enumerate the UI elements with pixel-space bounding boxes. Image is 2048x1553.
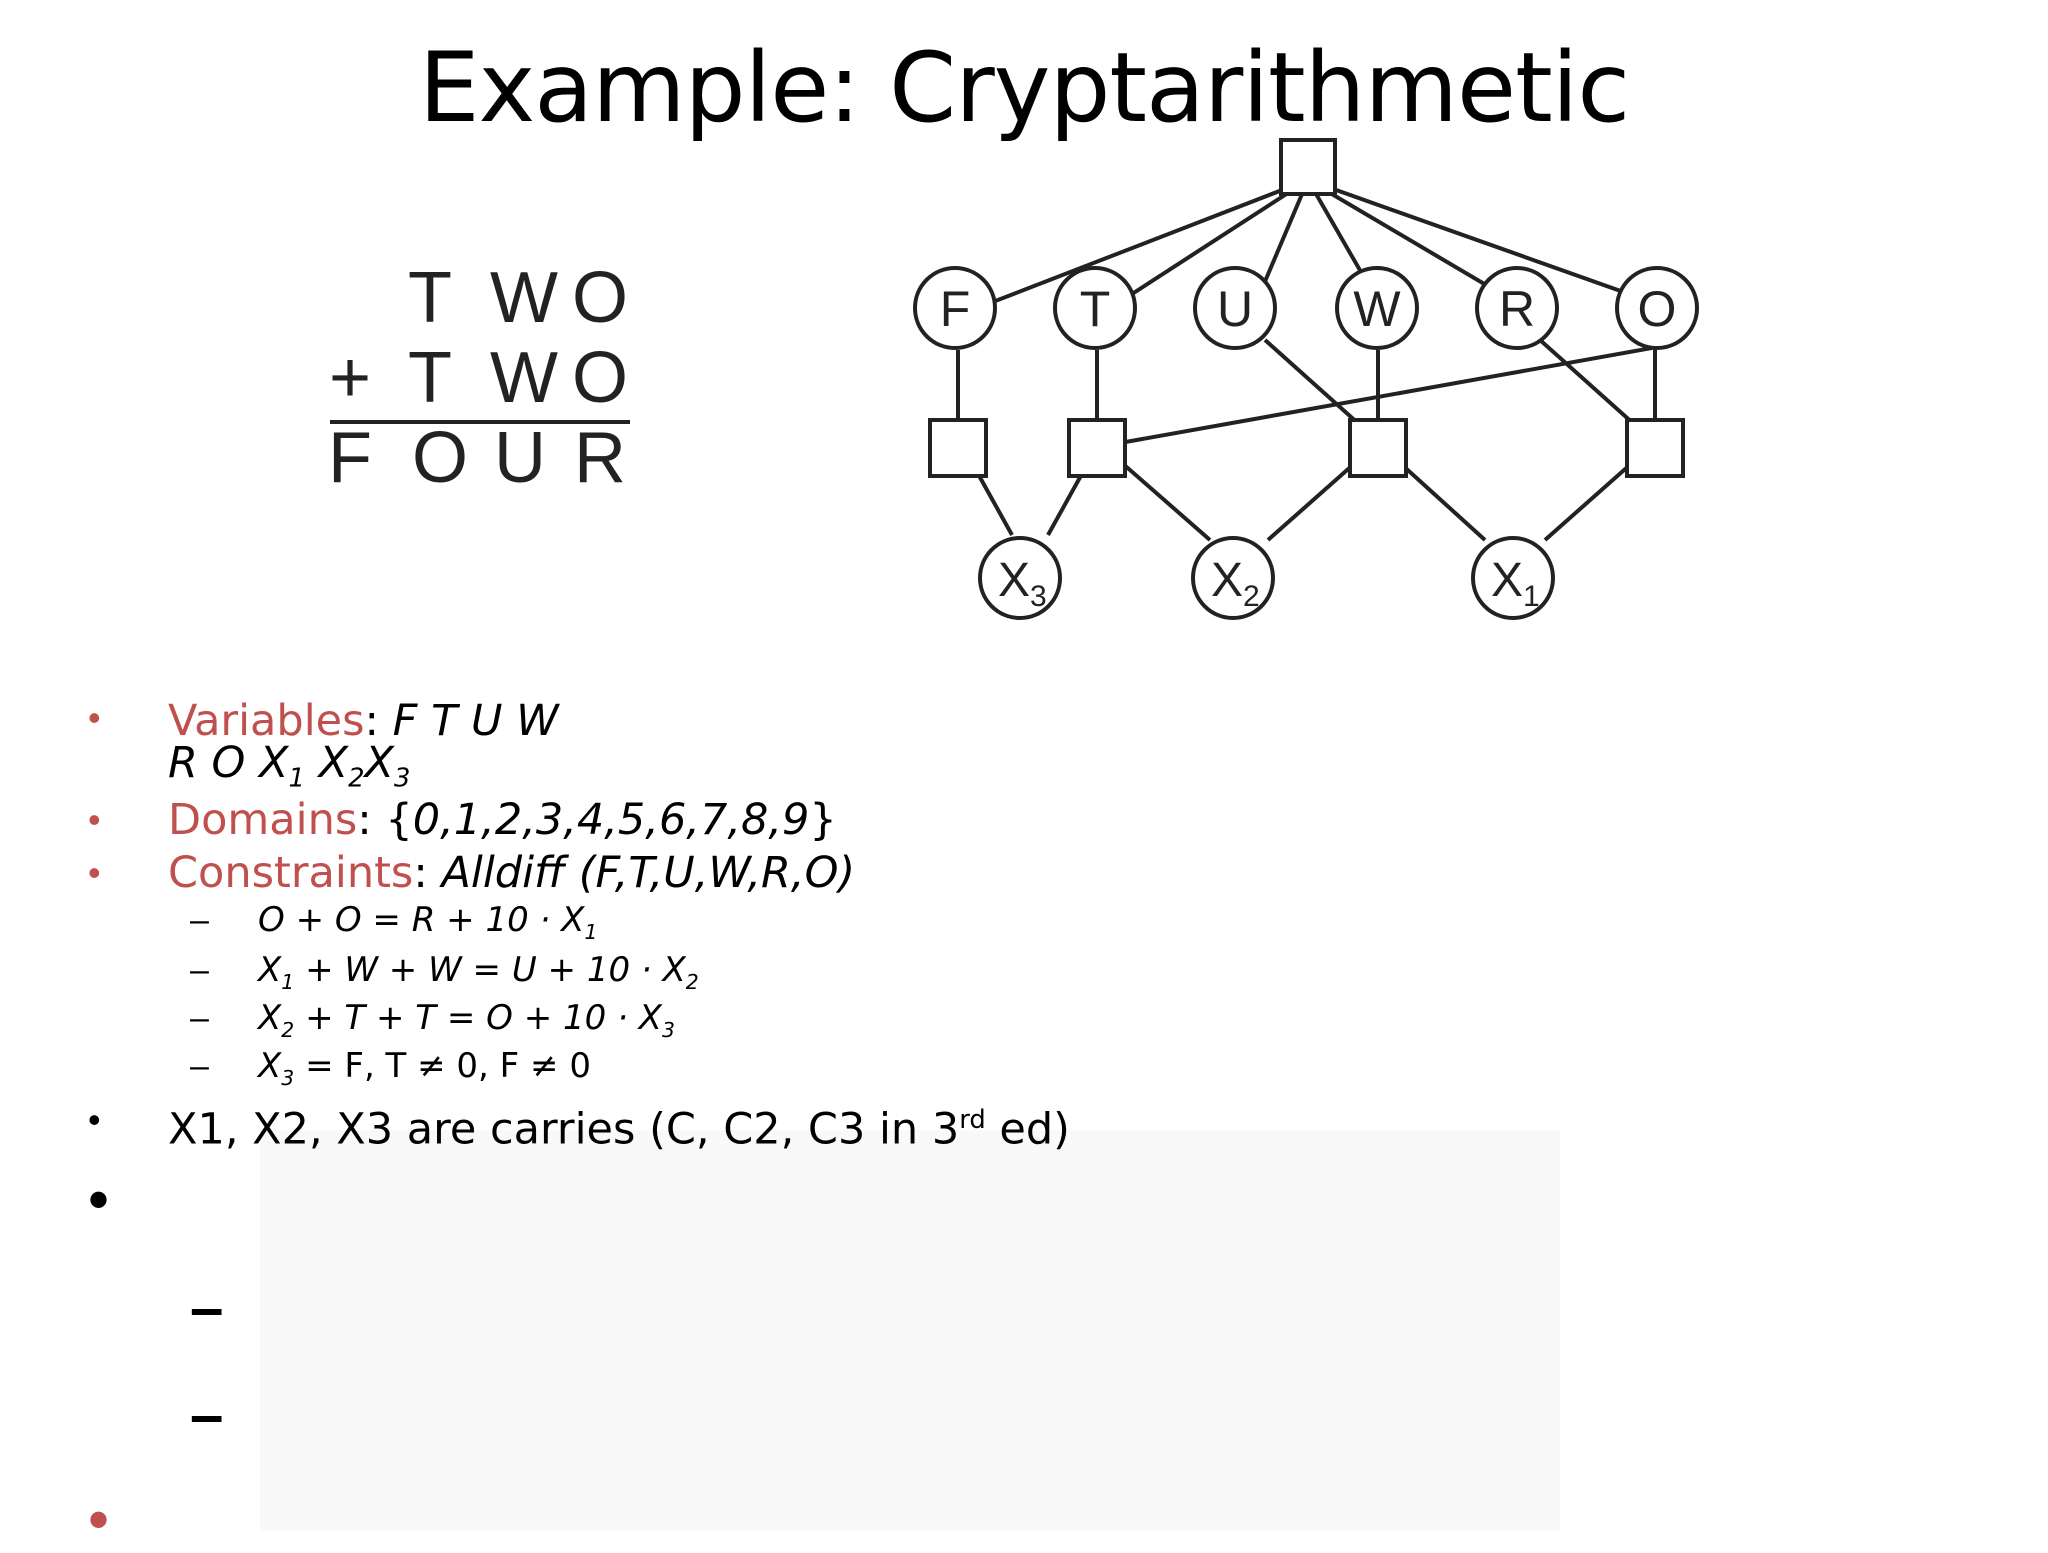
- node-labels: F T U W R O: [940, 281, 1677, 337]
- constraint-box-3: [1348, 418, 1408, 478]
- bullet-variables: Variables: F T U W: [168, 696, 559, 746]
- node-label: W: [1353, 281, 1401, 337]
- node-label: F: [940, 281, 971, 337]
- node-o: [1615, 266, 1699, 350]
- bullet-domains: Domains: {0,1,2,3,4,5,6,7,8,9}: [168, 795, 837, 845]
- node-x3: [978, 536, 1062, 620]
- constraints-label: Constraints: [168, 848, 414, 898]
- node-x2: [1191, 536, 1275, 620]
- puzzle-letter: R: [574, 418, 626, 498]
- carry-label: X1: [1491, 554, 1540, 613]
- bullet-marker: •: [88, 1099, 101, 1140]
- empty-dash: –: [190, 1274, 224, 1341]
- puzzle-letter: O: [571, 258, 628, 338]
- node-t: [1053, 266, 1137, 350]
- puzzle-letter: W: [490, 338, 558, 418]
- bullet-marker: •: [88, 697, 101, 738]
- carry-labels: X3 X2 X1: [998, 554, 1540, 613]
- alldiff-constraint-box: [1279, 138, 1337, 196]
- empty-bullet: •: [88, 1166, 110, 1233]
- constraint-column-2: X1 + W + W = U + 10 · X2: [258, 950, 699, 994]
- node-f: [913, 266, 997, 350]
- page-title: Example: Cryptarithmetic: [418, 32, 1630, 144]
- variable-nodes: [913, 266, 1699, 620]
- node-label: T: [1080, 281, 1111, 337]
- plus-sign: +: [328, 338, 372, 418]
- domains-label: Domains: [168, 795, 358, 845]
- puzzle-letter: U: [494, 418, 546, 498]
- constraint-column-4: X3 = F, T ≠ 0, F ≠ 0: [258, 1046, 591, 1090]
- constraint-box-4: [1625, 418, 1685, 478]
- bullet-constraints: Constraints: Alldiff (F,T,U,W,R,O): [168, 848, 856, 898]
- node-x1: [1471, 536, 1555, 620]
- carry-label: X3: [998, 554, 1047, 613]
- dash-marker: –: [190, 901, 209, 939]
- node-u: [1193, 266, 1277, 350]
- empty-dash: –: [190, 1381, 224, 1448]
- empty-bullet: •: [88, 1486, 110, 1553]
- node-r: [1475, 266, 1559, 350]
- dash-marker: –: [190, 951, 209, 989]
- constraints-alldiff: Alldiff (F,T,U,W,R,O): [441, 848, 856, 898]
- dash-marker: –: [190, 1047, 209, 1085]
- carry-label: X2: [1211, 554, 1260, 613]
- empty-placeholder-area: [260, 1130, 1560, 1530]
- constraint-box-1: [928, 418, 988, 478]
- bullet-marker: •: [88, 799, 101, 840]
- bullet-marker: •: [88, 852, 101, 893]
- sum-line: [330, 420, 630, 424]
- variables-line-2: R O X1 X2X3: [168, 738, 411, 794]
- puzzle-letter: O: [411, 418, 468, 498]
- puzzle-letter: T: [408, 338, 452, 418]
- constraint-graph: F T U W R O X3 X2 X1: [913, 138, 1699, 620]
- node-label: U: [1217, 281, 1253, 337]
- node-label: O: [1638, 281, 1677, 337]
- domains-values: 0,1,2,3,4,5,6,7,8,9: [412, 795, 810, 845]
- dash-marker: –: [190, 999, 209, 1037]
- puzzle-letter: F: [328, 418, 372, 498]
- node-label: R: [1499, 281, 1535, 337]
- constraint-column-1: O + O = R + 10 · X1: [258, 900, 598, 944]
- puzzle-letter: W: [490, 258, 558, 338]
- puzzle-letter: O: [571, 338, 628, 418]
- cryptarithm-puzzle: T W O + T W O F O U R: [320, 258, 650, 498]
- bullet-carries: X1, X2, X3 are carries (C, C2, C3 in 3rd…: [168, 1104, 1070, 1155]
- node-w: [1335, 266, 1419, 350]
- variables-label: Variables: [168, 696, 365, 746]
- constraint-box-2: [1067, 418, 1127, 478]
- variables-line-1: F T U W: [392, 696, 559, 746]
- constraint-boxes: [928, 138, 1685, 478]
- constraint-column-3: X2 + T + T = O + 10 · X3: [258, 998, 675, 1042]
- puzzle-letter: T: [408, 258, 452, 338]
